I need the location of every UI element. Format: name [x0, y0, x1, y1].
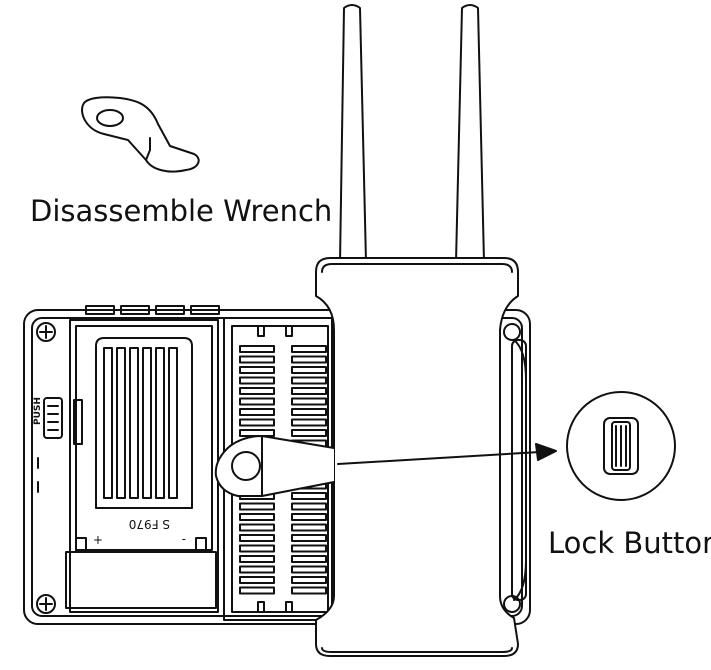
wrench-inserted-icon	[214, 435, 335, 497]
battery-model-label: S F970	[129, 517, 170, 531]
vent-slat	[291, 345, 327, 353]
vent-slat	[239, 576, 275, 584]
vent-slat	[239, 387, 275, 395]
lock-button-icon	[566, 391, 676, 501]
vent-slat	[291, 397, 327, 406]
vent-slat	[239, 534, 275, 542]
vent-slat	[291, 586, 327, 595]
vent-slat	[239, 376, 275, 385]
wrench-label: Disassemble Wrench	[30, 194, 332, 228]
push-label: PUSH	[33, 397, 43, 425]
vent-slat	[239, 397, 275, 406]
vent-slat	[239, 586, 275, 595]
vent-slat	[291, 492, 327, 500]
vent-slat	[291, 376, 327, 385]
vent-slat	[291, 544, 327, 553]
vent-slat	[291, 523, 327, 532]
battery-ribs	[103, 347, 178, 499]
wrench-icon	[81, 96, 200, 173]
vent-slat	[291, 355, 327, 364]
vent-slat	[291, 576, 327, 584]
transmitter-module	[315, 257, 527, 657]
vent-slat	[239, 408, 275, 416]
vent-slat	[239, 418, 275, 427]
vent-slat	[239, 355, 275, 364]
pointer-arrow	[337, 443, 557, 465]
vent-slat	[291, 513, 327, 521]
vent-slat	[239, 523, 275, 532]
vent-slat	[291, 429, 327, 437]
vent-slat	[291, 502, 327, 511]
vent-slat	[291, 408, 327, 416]
plus-mark: +	[93, 533, 103, 547]
vent-slat	[239, 366, 275, 374]
vent-slat	[291, 387, 327, 395]
lock-button-label: Lock Button	[548, 526, 711, 560]
vent-slat	[239, 544, 275, 553]
vent-slat	[239, 502, 275, 511]
minus-mark: -	[182, 533, 186, 547]
battery-plate: S F970 + -	[65, 319, 219, 613]
vent-slat	[291, 565, 327, 574]
vent-slat	[291, 534, 327, 542]
vent-slat	[291, 418, 327, 427]
vent-slat	[239, 345, 275, 353]
vent-slat	[291, 366, 327, 374]
vent-slat	[239, 555, 275, 563]
vent-slat	[239, 513, 275, 521]
antennas	[339, 4, 485, 263]
vent-slat	[291, 555, 327, 563]
vent-slat	[239, 565, 275, 574]
